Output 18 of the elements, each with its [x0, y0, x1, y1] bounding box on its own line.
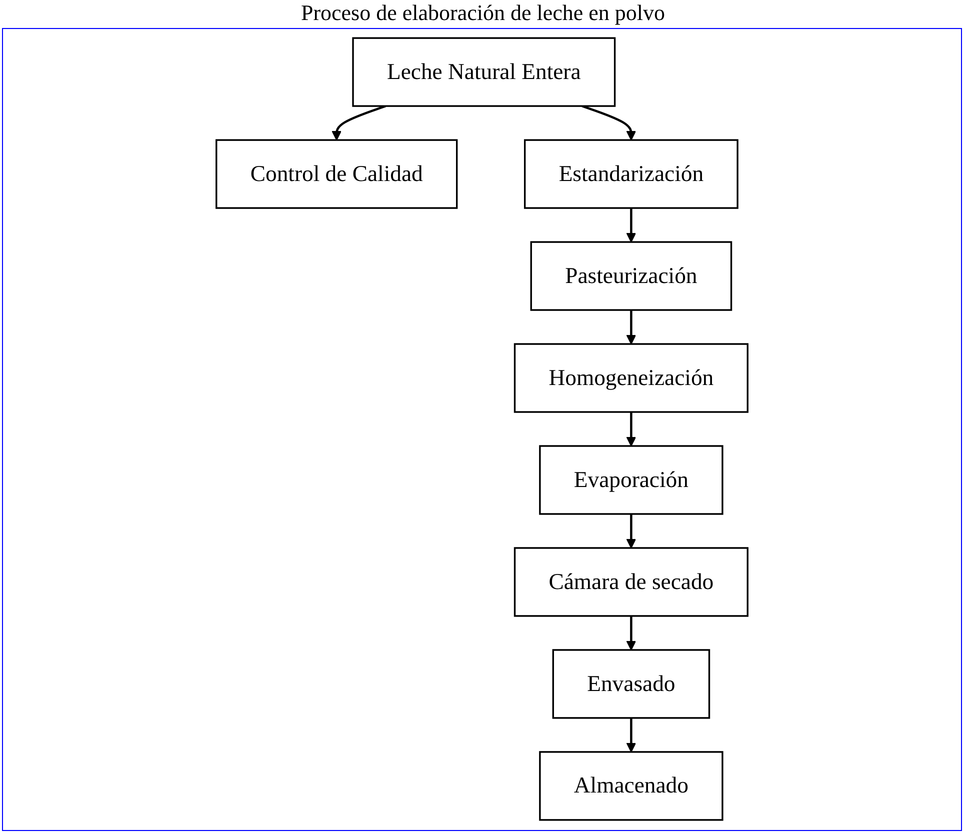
- node-box: Estandarización: [524, 139, 738, 209]
- node-box: Pasteurización: [530, 241, 732, 311]
- arrow: [582, 104, 636, 140]
- arrow: [626, 718, 636, 752]
- node-box: Envasado: [552, 649, 710, 719]
- node-box: Homogeneización: [514, 343, 748, 413]
- node-box: Evaporación: [539, 445, 724, 515]
- arrow: [626, 208, 636, 242]
- arrow: [332, 104, 386, 140]
- node-box: Leche Natural Entera: [352, 37, 616, 107]
- node-box: Cámara de secado: [514, 547, 748, 617]
- node-box: Almacenado: [539, 751, 724, 821]
- arrow: [626, 310, 636, 344]
- node-box: Control de Calidad: [216, 139, 458, 209]
- arrow: [626, 412, 636, 446]
- arrow: [626, 616, 636, 650]
- diagram-title: Proceso de elaboración de leche en polvo: [300, 0, 666, 26]
- arrow: [626, 514, 636, 548]
